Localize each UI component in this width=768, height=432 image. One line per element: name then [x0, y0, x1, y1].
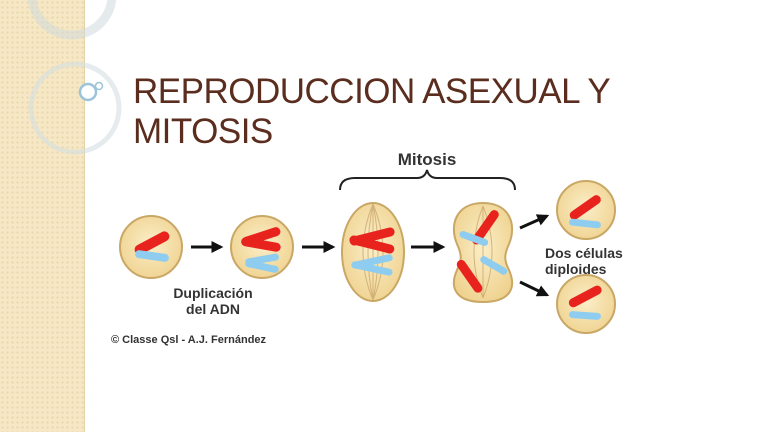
circle-decoration — [27, 0, 122, 155]
result-label-line-2: diploides — [545, 261, 607, 277]
cell-dividing — [452, 201, 514, 304]
slide-title: REPRODUCCION ASEXUAL Y MITOSIS — [133, 72, 733, 152]
mitosis-label: Mitosis — [398, 150, 457, 169]
daughter-cell-top — [556, 180, 616, 240]
chromosome-red — [241, 237, 281, 252]
chromosome-red — [472, 210, 499, 245]
chromosome-blue — [135, 250, 169, 262]
chromosome-red — [134, 231, 170, 255]
chromosome-blue — [245, 260, 279, 273]
chromosome-blue — [569, 218, 601, 229]
chromosome-blue — [351, 261, 393, 276]
cell-duplicated — [230, 215, 294, 279]
mitosis-brace — [339, 169, 516, 191]
chromosome-red — [349, 235, 395, 254]
chromosome-blue — [480, 256, 508, 275]
arrow-down — [519, 280, 550, 297]
chromosome-blue — [459, 231, 489, 246]
chromosome-blue — [568, 311, 601, 320]
cell-metaphase — [341, 202, 405, 302]
duplication-label-line-2: del ADN — [186, 301, 240, 317]
slide-title-line-1: REPRODUCCION ASEXUAL Y — [133, 72, 611, 111]
chromosome-red — [568, 285, 602, 308]
credit-text: © Classe Qsl - A.J. Fernández — [111, 334, 267, 346]
slide-title-line-2: MITOSIS — [133, 112, 273, 151]
duplication-label-line-1: Duplicación — [173, 285, 252, 301]
chromosome-red — [569, 195, 601, 220]
arrow-up — [519, 214, 550, 230]
chromosome-red — [456, 259, 483, 293]
daughter-cell-bottom — [556, 274, 616, 334]
side-panel-decoration — [0, 0, 85, 432]
cell-initial — [119, 215, 183, 279]
mitosis-diagram: Mitosis — [111, 150, 623, 346]
result-label-line-1: Dos células — [545, 245, 623, 261]
